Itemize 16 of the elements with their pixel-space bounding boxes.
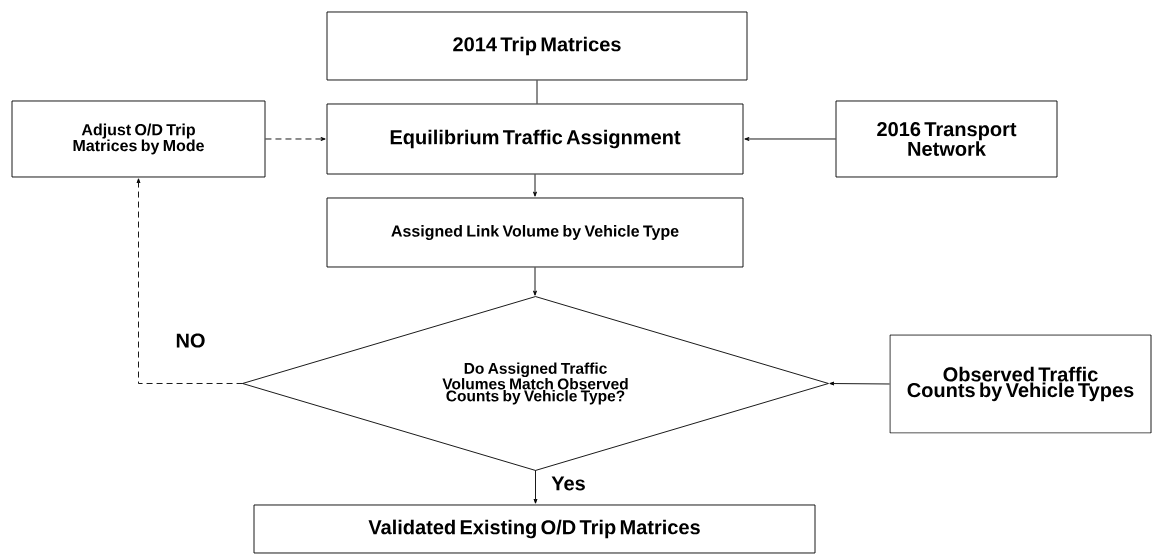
process-box: Validated Existing O/D Trip Matrices	[253, 504, 816, 554]
process-box: Observed Traffic Counts by Vehicle Types	[889, 334, 1152, 434]
arrow	[265, 137, 326, 141]
arrow	[533, 470, 538, 504]
arrow	[533, 267, 537, 296]
arrow	[136, 178, 243, 384]
edge-label: Yes	[550, 475, 587, 492]
arrow	[829, 381, 890, 386]
process-box: 2016 Transport Network	[835, 100, 1058, 178]
edge-label: NO	[174, 332, 207, 349]
process-box: Assigned Link Volume by Vehicle Type	[326, 197, 744, 268]
process-box: Equilibrium Traffic Assignment	[326, 103, 744, 175]
process-box: 2014 Trip Matrices	[326, 11, 748, 81]
process-box: Adjust O/D Trip Matrices by Mode	[11, 100, 266, 178]
arrow	[533, 174, 537, 197]
arrow	[744, 137, 836, 141]
